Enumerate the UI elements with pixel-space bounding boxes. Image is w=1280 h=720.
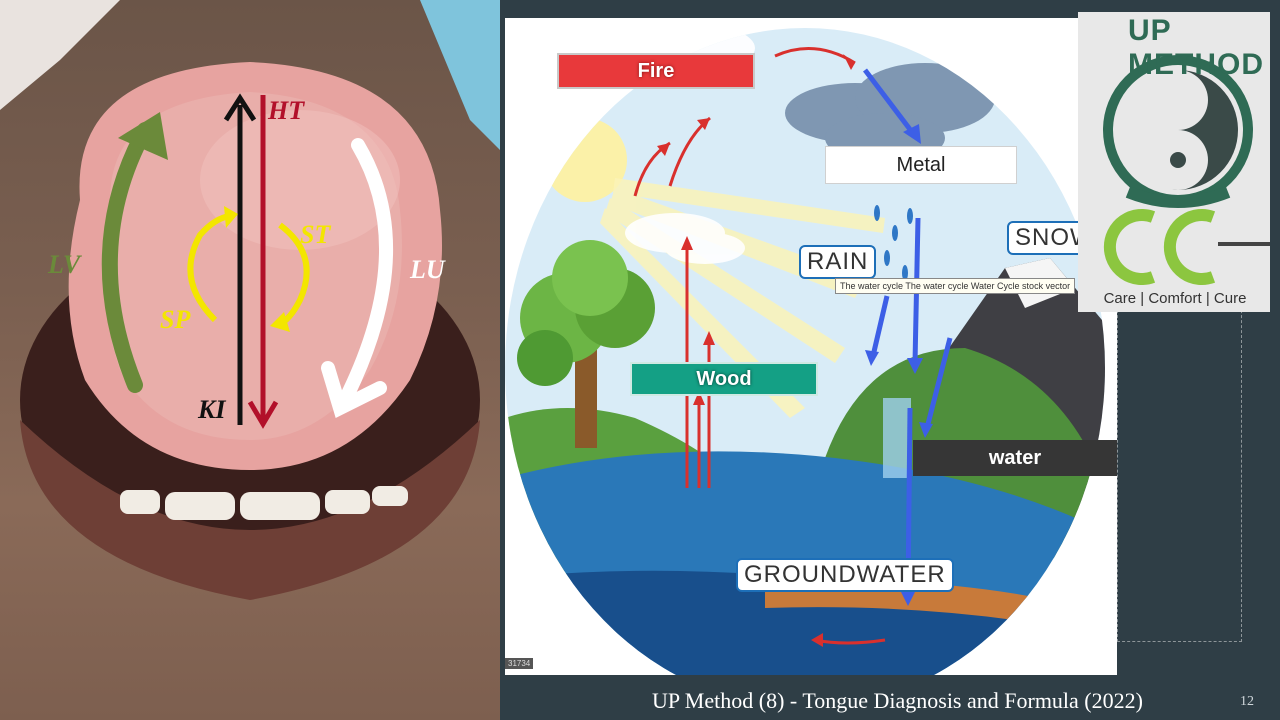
logo-tagline: Care | Comfort | Cure — [1103, 290, 1247, 307]
label-ki: KI — [198, 395, 226, 424]
element-fire-box: Fire — [557, 53, 755, 89]
water-cycle-diagram: Fire Metal Wood water RAIN SNOW GROUNDWA… — [505, 18, 1117, 675]
tongue-photo-panel: LV HT ST SP LU KI — [0, 0, 500, 720]
groundwater-sign: GROUNDWATER — [736, 558, 954, 592]
element-water-box: water — [913, 440, 1117, 476]
logo-title: UP METHOD — [1128, 14, 1264, 81]
rain-sign: RAIN — [799, 245, 877, 279]
label-lv: LV — [48, 250, 81, 279]
label-lu: LU — [410, 255, 445, 284]
up-method-logo: UP METHOD Care | Comfort | Cure — [1078, 12, 1270, 312]
image-tooltip: The water cycle The water cycle Water Cy… — [835, 278, 1076, 294]
tongue-illustration — [0, 0, 500, 600]
label-ht: HT — [268, 96, 305, 125]
element-wood-box: Wood — [630, 362, 818, 396]
slide-caption: UP Method (8) - Tongue Diagnosis and For… — [652, 688, 1143, 713]
yin-yang-logo-icon — [1103, 55, 1270, 285]
label-sp: SP — [160, 305, 191, 334]
page-number: 12 — [1240, 694, 1254, 709]
element-metal-box: Metal — [825, 146, 1017, 184]
label-st: ST — [300, 220, 331, 249]
stock-image-id: 31734 — [505, 658, 534, 669]
